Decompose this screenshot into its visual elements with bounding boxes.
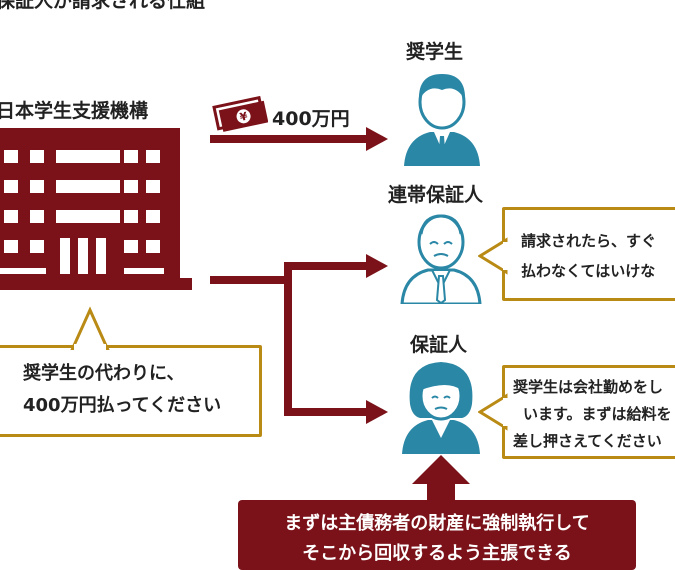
page-title: 保証人が請求される仕組 [0, 0, 206, 12]
bubble-guarantor-line1: 奨学生は会社勤めをし [513, 378, 664, 396]
bubble-guarantor-line3: 差し押さえてください [513, 432, 662, 450]
arrow-to-student [210, 135, 370, 143]
branch-line [210, 276, 290, 284]
label-joint-guarantor: 連帯保証人 [388, 184, 484, 206]
person-joint-guarantor-icon [400, 214, 482, 304]
bubble-org-line1: 奨学生の代わりに、 [23, 363, 185, 384]
up-arrow-shaft [427, 482, 455, 504]
bubble-joint-line2: 払わなくてはいけな [521, 262, 656, 280]
speech-bubble-organization: 奨学生の代わりに、 400万円払ってください [0, 345, 262, 437]
person-student-icon [404, 74, 480, 166]
label-guarantor: 保証人 [410, 334, 468, 356]
bubble-joint-line1: 請求されたら、すぐ [521, 232, 657, 250]
bubble-org-line2: 400万円払ってください [23, 395, 222, 416]
money-icon: ¥ [212, 96, 268, 132]
organization-label: 日本学生支援機構 [0, 100, 149, 122]
building-icon [0, 128, 192, 290]
notice-box: まずは主債務者の財産に強制執行して そこから回収するよう主張できる [238, 500, 636, 570]
flow-arrows [210, 127, 470, 504]
label-student: 奨学生 [406, 41, 464, 63]
notice-line1: まずは主債務者の財産に強制執行して [284, 513, 590, 534]
speech-bubble-guarantor: 奨学生は会社勤めをし います。まずは給料を 差し押さえてください [502, 365, 675, 459]
amount-label: 400万円 [272, 108, 350, 130]
person-guarantor-icon [402, 362, 480, 454]
bubble-joint-tail [478, 237, 508, 275]
speech-bubble-joint-guarantor: 請求されたら、すぐ 払わなくてはいけな [502, 207, 675, 301]
notice-line2: そこから回収するよう主張できる [302, 543, 572, 564]
svg-text:¥: ¥ [239, 110, 250, 124]
bubble-guarantor-tail [478, 393, 508, 431]
bubble-guarantor-line2: います。まずは給料を [523, 405, 672, 423]
bubble-org-tail [70, 306, 110, 350]
